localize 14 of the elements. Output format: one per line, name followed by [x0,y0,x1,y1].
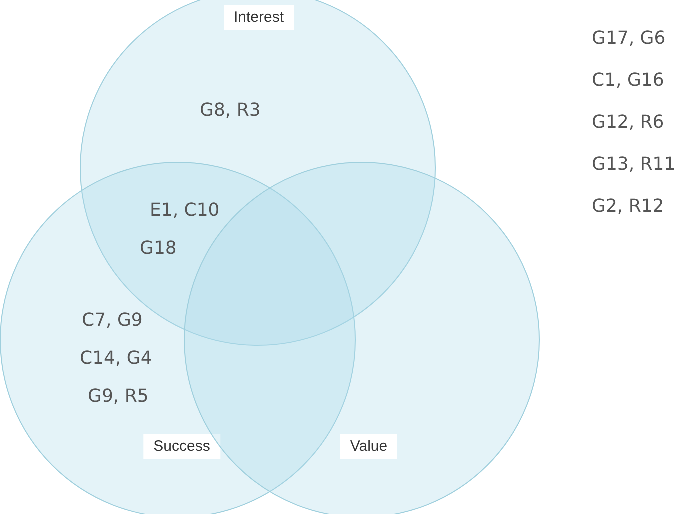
handwritten-note: G9, R5 [88,386,149,407]
handwritten-note: C1, G16 [592,70,664,91]
handwritten-note: G12, R6 [592,112,664,133]
handwritten-note: G2, R12 [592,196,664,217]
handwritten-note: G8, R3 [200,100,261,121]
handwritten-note: C14, G4 [80,348,152,369]
handwritten-note: G17, G6 [592,28,666,49]
handwritten-note: G13, R11 [592,154,676,175]
handwritten-note: E1, C10 [150,200,220,221]
handwritten-note: G18 [140,238,177,259]
circle-label: Interest [224,5,294,30]
circle-label: Success [144,434,220,459]
circle-label: Value [340,434,398,459]
handwritten-note: C7, G9 [82,310,143,331]
